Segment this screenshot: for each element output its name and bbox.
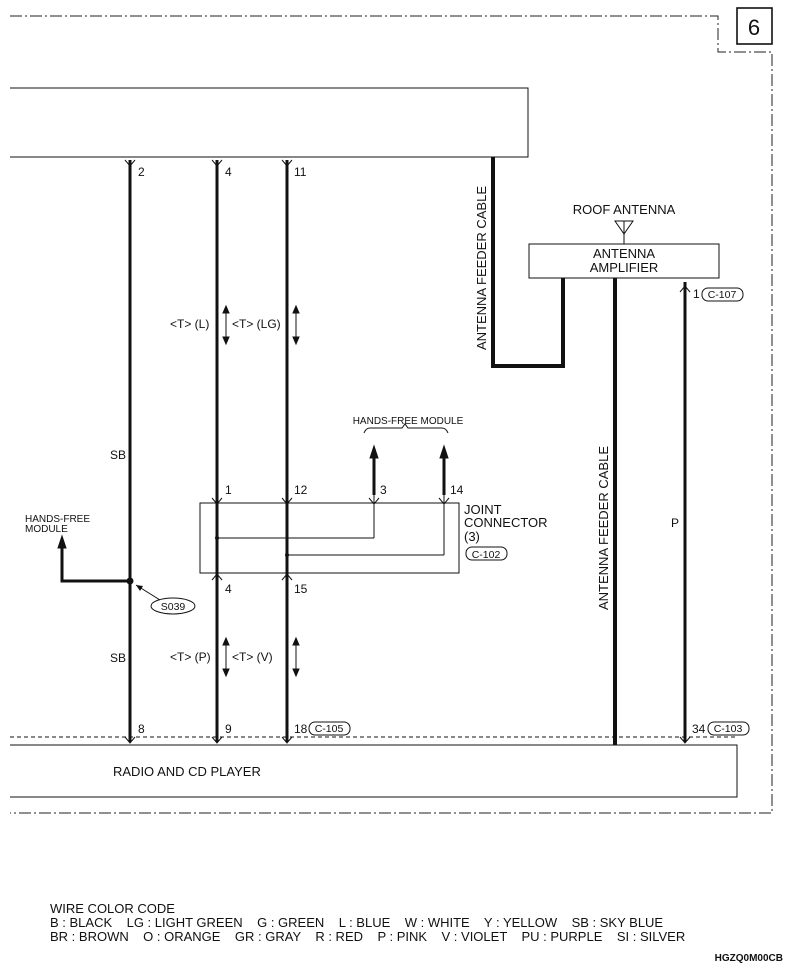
wire-color-sb-lower: SB [110, 651, 126, 665]
connector-c103: C-103 [714, 723, 743, 735]
wire-color-code-row-1: B : BLACK LG : LIGHT GREEN G : GREEN L :… [50, 915, 663, 930]
wire-color-p: <T> (P) [170, 650, 211, 664]
connector-c102-outline [465, 546, 508, 561]
joint-pin-12: 12 [294, 483, 308, 497]
pin-11: 11 [294, 165, 307, 179]
joint-node [215, 536, 219, 540]
antenna-feeder-cable-top [491, 157, 565, 368]
amp-wire-color-p: P [671, 516, 679, 530]
pin-9: 9 [225, 722, 232, 736]
wire-color-code-row-2: BR : BROWN O : ORANGE GR : GRAY R : RED … [50, 929, 685, 944]
hands-free-bracket [363, 423, 449, 434]
wire-color-lg: <T> (LG) [232, 317, 281, 331]
joint-pin-1: 1 [225, 483, 232, 497]
splice-s039-dot [126, 577, 134, 585]
wire-color-v: <T> (V) [232, 650, 273, 664]
joint-pin-15: 15 [294, 582, 308, 596]
antenna-feeder-cable-label-top: ANTENNA FEEDER CABLE [474, 186, 489, 350]
hands-free-module-top: HANDS-FREE MODULE [353, 416, 464, 427]
amp-terminal-marks [679, 285, 691, 744]
antenna-icon [614, 220, 634, 244]
radio-pin-34: 34 [692, 722, 706, 736]
connector-c107: C-107 [708, 289, 737, 301]
pin-18: 18 [294, 722, 308, 736]
radio-cd-player-label: RADIO AND CD PLAYER [113, 764, 261, 779]
wire-color-sb-upper: SB [110, 448, 126, 462]
splice-s039: S039 [161, 601, 186, 613]
amp-pin-1: 1 [693, 287, 700, 301]
joint-connector-label-3: (3) [464, 529, 480, 544]
hands-free-left-branch [57, 534, 130, 583]
dashed-boundary [10, 15, 773, 814]
hands-free-module-left-1: HANDS-FREE [25, 514, 90, 525]
hands-free-arrows [369, 444, 449, 495]
joint-connector-label-2: CONNECTOR [464, 515, 548, 530]
splice-s039-outline [150, 597, 196, 615]
joint-pin-14: 14 [450, 483, 464, 497]
joint-connector-box [199, 502, 460, 574]
joint-pin-4: 4 [225, 582, 232, 596]
antenna-amplifier-box [528, 243, 720, 279]
figure-code: HGZQ0M00CB [715, 953, 783, 964]
radio-cd-player-box [10, 744, 738, 798]
top-terminal-marks [124, 159, 293, 744]
connector-c105: C-105 [315, 723, 344, 735]
antenna-amplifier-label-1: ANTENNA [593, 246, 655, 261]
page-number: 6 [748, 15, 760, 40]
joint-pin-3: 3 [380, 483, 387, 497]
lower-bidir-arrows [222, 636, 300, 678]
upper-bidir-arrows [222, 304, 300, 346]
antenna-feeder-cable-label-right: ANTENNA FEEDER CABLE [596, 446, 611, 610]
pin-2: 2 [138, 165, 145, 179]
joint-connector-internal [211, 495, 450, 581]
antenna-amplifier-label-2: AMPLIFIER [590, 260, 659, 275]
wire-color-l: <T> (L) [170, 317, 209, 331]
connector-c103-outline [707, 721, 750, 736]
top-component-box [10, 87, 529, 158]
roof-antenna-label: ROOF ANTENNA [573, 202, 676, 217]
connector-c105-outline [308, 721, 351, 736]
page-number-box [736, 7, 773, 45]
s039-leader-arrow [136, 585, 143, 591]
hands-free-module-left-2: MODULE [25, 524, 68, 535]
pin-4-top: 4 [225, 165, 232, 179]
wire-color-code-title: WIRE COLOR CODE [50, 901, 175, 916]
joint-connector-label-1: JOINT [464, 502, 502, 517]
pin-8: 8 [138, 722, 145, 736]
joint-node [285, 553, 289, 557]
connector-c107-outline [701, 287, 744, 302]
connector-c102: C-102 [472, 549, 501, 561]
